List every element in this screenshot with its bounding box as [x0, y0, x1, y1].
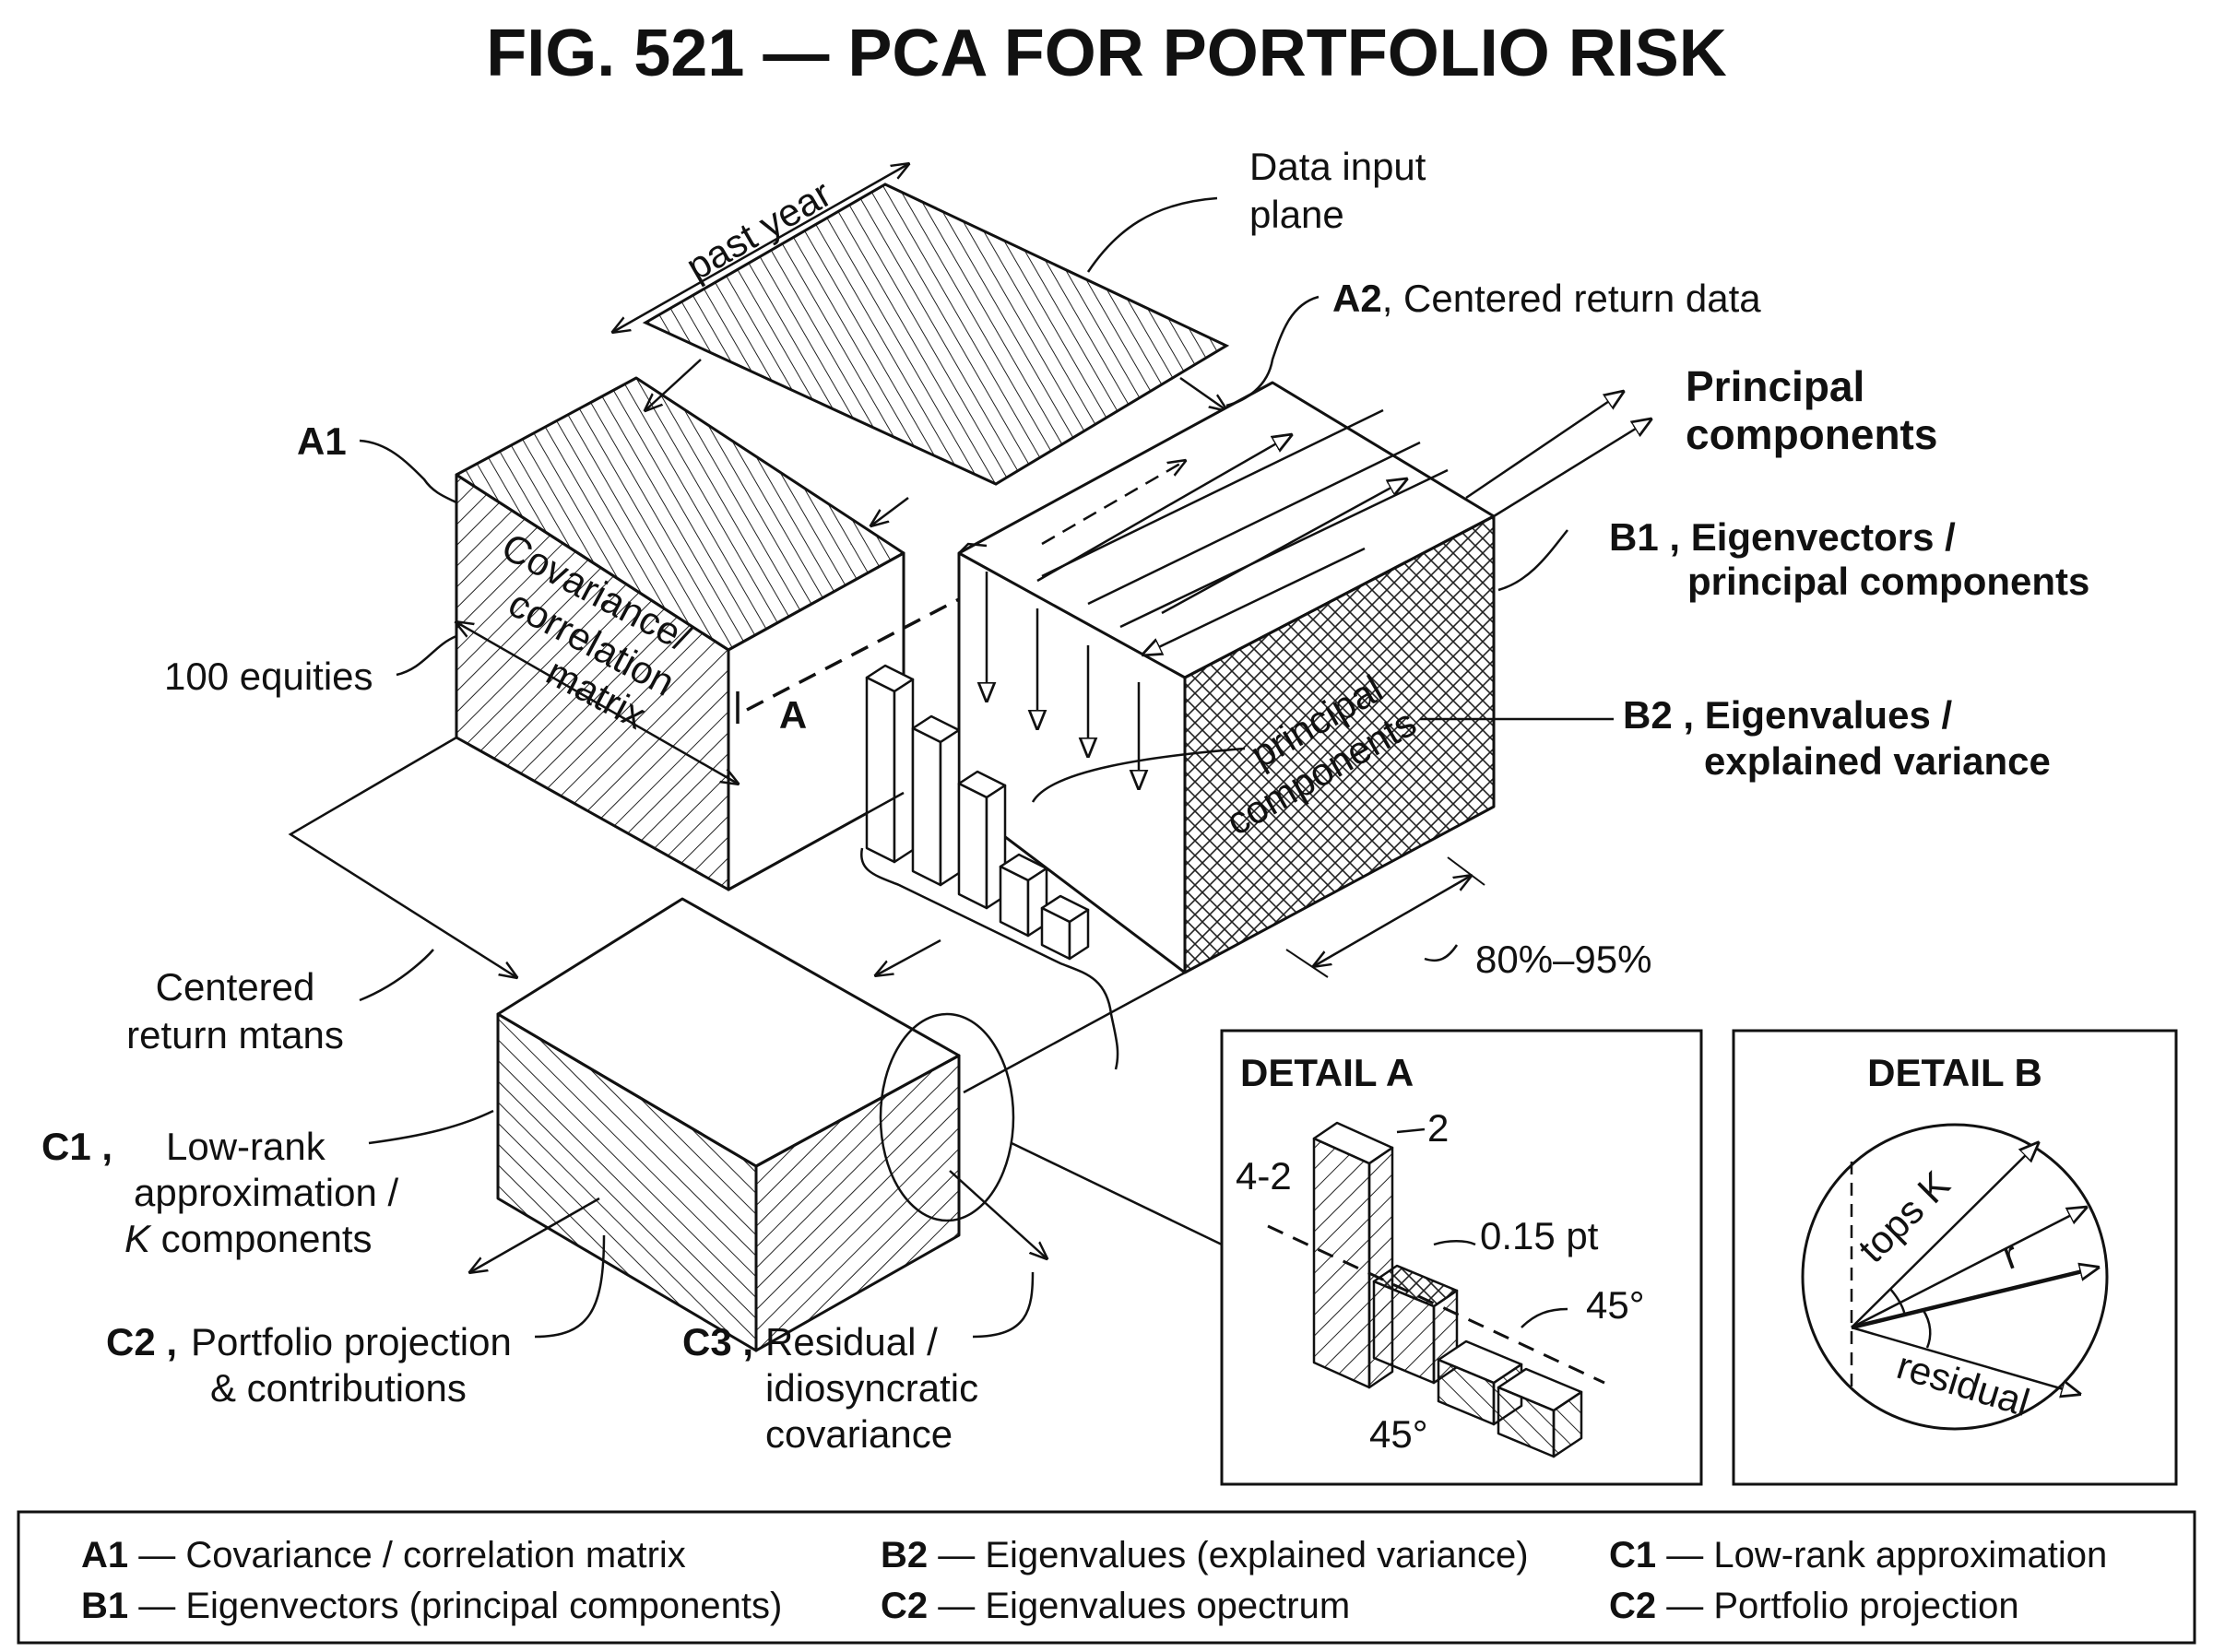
- pc-block: [957, 381, 1496, 974]
- legend-c2-spectrum: C2 — Eigenvalues opectrum: [881, 1586, 1350, 1626]
- section-marker-a: A: [779, 693, 807, 737]
- detail-a-label-015: 0.15 pt: [1480, 1214, 1599, 1257]
- data-input-label-2: plane: [1249, 193, 1344, 236]
- c2-label-1: Portfolio projection: [191, 1320, 512, 1363]
- pc-arrow-4: [1143, 547, 1366, 655]
- c1-id: C1 ,: [41, 1125, 112, 1168]
- detail-a-label-45-right: 45°: [1586, 1283, 1645, 1327]
- detail-a-dashed-line: [1267, 1224, 1605, 1385]
- b1-label-1: B1 , Eigenvectors /: [1609, 515, 1956, 559]
- detail-a-bars: [1312, 1121, 1583, 1458]
- legend-box: [17, 1510, 2196, 1645]
- pc-output-arrow-2: [1493, 419, 1651, 518]
- detail-b-title: DETAIL B: [1867, 1051, 2042, 1094]
- pc-arrow-2: [1036, 435, 1291, 583]
- pc-arrow-1: [1041, 461, 1185, 546]
- c3-id: C3 ,: [682, 1320, 753, 1363]
- past-year-dimension: [613, 164, 908, 332]
- data-input-label-1: Data input: [1249, 145, 1426, 188]
- a2-label: A2, Centered return data: [1332, 277, 1761, 320]
- detail-b-vector-r: [1851, 1268, 2098, 1330]
- c3-arrow: [949, 1170, 1047, 1258]
- c1-label-1: Low-rank: [166, 1125, 326, 1168]
- principal-components-label-2: components: [1686, 410, 1937, 458]
- c2-label-2: & contributions: [210, 1366, 467, 1410]
- detail-a-frame: [1220, 1029, 1703, 1486]
- bars-brace: [859, 847, 1119, 1070]
- variance-range-label: 80%–95%: [1475, 938, 1651, 981]
- b2-label-2: explained variance: [1704, 739, 2051, 783]
- c1-label-2: approximation /: [134, 1171, 398, 1214]
- pc-arrow-3: [1161, 479, 1406, 615]
- leader-lines: [359, 196, 1614, 1339]
- c1-label-3: K components: [124, 1217, 373, 1260]
- plane-to-pc-arrow: [1179, 376, 1226, 410]
- legend-b2: B2 — Eigenvalues (explained variance): [881, 1535, 1529, 1575]
- legend-c2-projection: C2 — Portfolio projection: [1609, 1586, 2019, 1626]
- principal-components-label-1: Principal: [1686, 362, 1864, 410]
- plane-to-cov-arrow: [645, 359, 702, 410]
- detail-b-vector-mid: [1851, 1208, 2086, 1329]
- detail-a-label-42: 4-2: [1236, 1154, 1292, 1198]
- residual-ellipse: [879, 1012, 1015, 1222]
- detail-a-label-45-bottom: 45°: [1369, 1412, 1428, 1456]
- section-line-a: [746, 597, 960, 712]
- a1-label: A1: [297, 419, 347, 463]
- detail-b-frame: [1732, 1029, 2178, 1486]
- lowrank-to-detail-line: [1011, 1141, 1223, 1246]
- variance-dimension: [1314, 876, 1471, 966]
- b2-label-1: B2 , Eigenvalues /: [1623, 693, 1952, 737]
- detail-b-vector-residual: [1851, 1326, 2079, 1394]
- equities-dimension: [456, 622, 738, 784]
- pc-down-arrows: [987, 572, 1139, 788]
- detail-a-title: DETAIL A: [1240, 1051, 1414, 1094]
- c3-label-3: covariance: [765, 1412, 953, 1456]
- bars-to-lowrank-arrow: [876, 938, 941, 975]
- low-rank-block: [496, 897, 961, 1352]
- legend-a1: A1 — Covariance / correlation matrix: [81, 1535, 686, 1575]
- c2-id: C2 ,: [106, 1320, 177, 1363]
- centered-return-label-1: Centered: [156, 965, 315, 1009]
- legend-b1: B1 — Eigenvectors (principal components): [81, 1586, 782, 1626]
- figure-title: FIG. 521 — PCA FOR PORTFOLIO RISK: [486, 17, 1726, 90]
- plane-down-arrow: [871, 497, 909, 525]
- detail-b-circle: [1801, 1123, 2109, 1431]
- equities-label: 100 equities: [164, 655, 373, 698]
- detail-a-label-2: 2: [1427, 1106, 1449, 1150]
- detail-b-angle-arc-1: [1889, 1288, 1907, 1317]
- detail-b-vector-top: [1851, 1143, 2038, 1328]
- legend-c1: C1 — Low-rank approximation: [1609, 1535, 2107, 1575]
- eigenvalue-bars: [865, 664, 1090, 961]
- b1-label-2: principal components: [1687, 560, 2089, 603]
- centered-return-label-2: return mtans: [126, 1013, 344, 1056]
- base-plane-outline: [288, 736, 516, 977]
- detail-b-angle-arc-2: [1921, 1308, 1932, 1349]
- pc-output-arrow-1: [1465, 392, 1623, 500]
- c3-label-2: idiosyncratic: [765, 1366, 978, 1410]
- c3-label-1: Residual /: [765, 1320, 938, 1363]
- c2-arrow: [470, 1197, 600, 1272]
